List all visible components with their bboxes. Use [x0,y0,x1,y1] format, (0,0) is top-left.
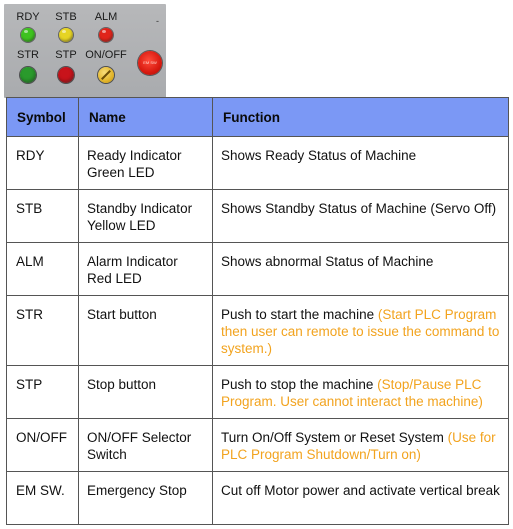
name-line: Yellow LED [87,218,156,233]
table-row: STP Stop button Push to stop the machine (… [6,365,509,419]
table-row: EM SW. Emergency Stop Cut off Motor power … [6,471,509,525]
function-cell: Turn On/Off System or Reset System (Use … [212,418,509,472]
function-cell: Cut off Motor power and activate vertica… [212,471,509,525]
name-cell: Stop button [78,365,213,419]
emergency-stop-button[interactable]: EM SW [138,51,162,75]
header-function: Function [212,97,509,137]
name-cell: Emergency Stop [78,471,213,525]
name-line: Switch [87,447,127,462]
function-text: Turn On/Off System or Reset System [221,430,444,445]
function-note: (Start PLC Program then user can remote … [221,307,500,356]
str-start-button[interactable] [20,67,36,83]
name-line: Alarm Indicator [87,254,178,269]
name-line: Start button [87,307,157,322]
name-cell: Start button [78,295,213,366]
alm-panel-label: ALM [94,11,118,23]
estop-label: EM SW [143,60,157,65]
name-line: Red LED [87,271,142,286]
function-cell: Push to stop the machine (Stop/Pause PLC… [212,365,509,419]
function-text: Shows abnormal Status of Machine [221,254,434,269]
symbol-cell: ALM [6,242,79,296]
function-text: Push to start the machine [221,307,375,322]
header-symbol: Symbol [6,97,79,137]
symbol-cell: RDY [6,136,79,190]
stp-stop-button[interactable] [58,67,74,83]
function-cell: Shows abnormal Status of Machine [212,242,509,296]
onoff-panel-label: ON/OFF [85,49,127,61]
name-line: Green LED [87,165,155,180]
name-line: ON/OFF Selector [87,430,192,445]
control-panel-image: RDY STB ALM - STR STP ON/OFF EM SW [4,4,166,98]
header-name: Name [78,97,213,137]
function-text: Shows Standby Status of Machine (Servo O… [221,201,497,216]
function-text: Push to stop the machine [221,377,374,392]
symbol-cell: STB [6,189,79,243]
function-cell: Shows Standby Status of Machine (Servo O… [212,189,509,243]
function-text: Shows Ready Status of Machine [221,148,417,163]
panel-tick-mark: - [156,16,159,26]
rdy-green-led [21,28,35,42]
symbol-cell: STR [6,295,79,366]
symbol-cell: EM SW. [6,471,79,525]
stb-panel-label: STB [55,11,77,23]
onoff-selector-switch[interactable] [98,67,114,83]
rdy-panel-label: RDY [16,11,40,23]
name-line: Stop button [87,377,157,392]
function-note: (Use for PLC Program Shutdown/Turn on) [221,430,496,462]
function-cell: Shows Ready Status of Machine [212,136,509,190]
table-row: STR Start button Push to start the machine… [6,295,509,366]
name-line: Emergency Stop [87,483,187,498]
str-panel-label: STR [17,49,39,61]
table-header-row: Symbol Name Function [6,97,509,137]
function-note: (Stop/Pause PLC Program. User cannot int… [221,377,483,409]
symbol-cell: ON/OFF [6,418,79,472]
stp-panel-label: STP [55,49,77,61]
function-cell: Push to start the machine (Start PLC Pro… [212,295,509,366]
symbol-cell: STP [6,365,79,419]
alm-red-led [99,28,113,42]
stb-yellow-led [59,28,73,42]
function-text: Cut off Motor power and activate vertica… [221,483,500,498]
name-line: Standby Indicator [87,201,193,216]
name-line: Ready Indicator [87,148,182,163]
